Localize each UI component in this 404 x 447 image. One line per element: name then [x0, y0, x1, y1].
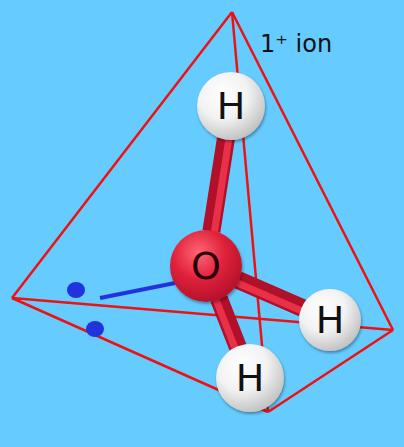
atom-symbol: O — [191, 247, 221, 285]
atom-symbol: H — [236, 359, 265, 397]
oxygen-atom: O — [170, 230, 242, 302]
atom-symbol: H — [316, 301, 345, 339]
bond — [237, 280, 303, 311]
hydrogen-atom: H — [197, 72, 265, 140]
hydrogen-atom: H — [299, 289, 361, 351]
hydrogen-atom: H — [216, 344, 284, 412]
lone-pair — [67, 282, 175, 337]
bond — [216, 299, 238, 349]
atom-symbol: H — [217, 87, 246, 125]
bond — [211, 139, 228, 232]
charge-label: 1⁺ ion — [258, 30, 334, 58]
